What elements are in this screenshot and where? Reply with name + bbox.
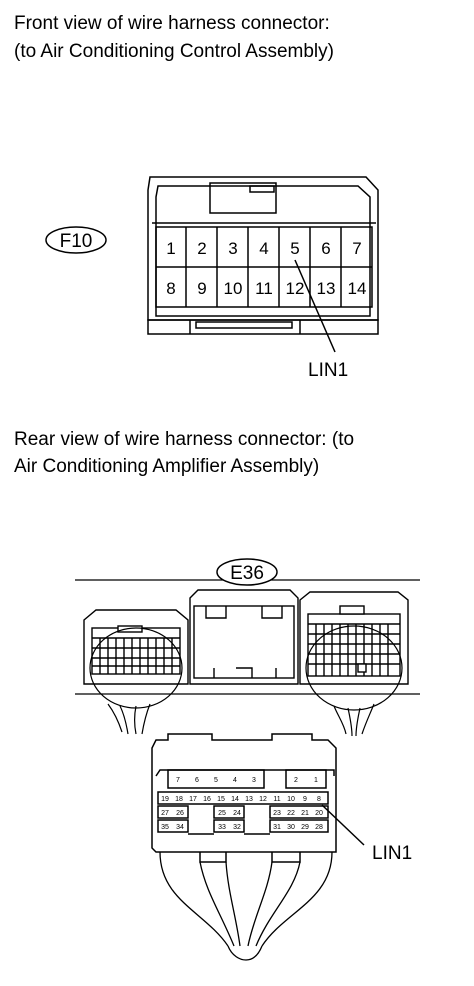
e36-left-mounted-connector [83, 609, 189, 685]
e36-pin: 1 [314, 777, 318, 784]
e36-right-mounted-connector [299, 591, 409, 685]
f10-pin: 7 [352, 239, 361, 258]
f10-label: F10 [60, 231, 93, 252]
f10-pin-top-row: 1 2 3 4 5 6 7 [166, 239, 361, 258]
e36-left-wires [107, 703, 151, 735]
f10-pin: 8 [166, 279, 175, 298]
e36-pin: 10 [287, 796, 295, 803]
e36-pin: 23 [273, 810, 281, 817]
e36-right-wires [333, 703, 375, 737]
e36-pin: 33 [218, 824, 226, 831]
e36-pin: 11 [273, 796, 280, 803]
f10-pin: 4 [259, 239, 268, 258]
f10-pin: 1 [166, 239, 175, 258]
e36-pin: 5 [214, 777, 218, 784]
front-caption-line1: Front view of wire harness connector: [14, 13, 330, 34]
f10-callout-label: LIN1 [308, 360, 348, 381]
f10-pin: 2 [197, 239, 206, 258]
rear-caption-line2: Air Conditioning Amplifier Assembly) [14, 456, 320, 477]
e36-pin: 29 [301, 824, 309, 831]
e36-enlarged-connector [151, 733, 337, 863]
e36-right-highlight [305, 625, 403, 711]
e36-callout-label: LIN1 [372, 843, 412, 864]
e36-pin: 31 [273, 824, 281, 831]
f10-pin: 5 [290, 239, 299, 258]
e36-pin: 7 [176, 777, 180, 784]
e36-pin-row-2: 19 18 17 16 15 14 13 12 11 10 9 8 [161, 796, 321, 803]
e36-pin: 17 [189, 796, 197, 803]
f10-pin: 11 [255, 279, 273, 298]
f10-pin: 9 [197, 279, 206, 298]
e36-pin: 18 [175, 796, 183, 803]
e36-pin: 27 [161, 810, 169, 817]
e36-pin: 24 [233, 810, 241, 817]
e36-label-oval [216, 558, 278, 586]
e36-pin-row-1: 7 6 5 4 3 2 1 [176, 777, 318, 784]
e36-callout-leader [321, 804, 365, 846]
f10-pin: 3 [228, 239, 237, 258]
e36-pin: 13 [245, 796, 253, 803]
e36-pin: 32 [233, 824, 241, 831]
e36-pin: 3 [252, 777, 256, 784]
e36-pin: 4 [233, 777, 237, 784]
e36-harness-wires [159, 851, 333, 961]
e36-pin-row-3: 27 26 25 24 23 22 21 20 [161, 810, 323, 817]
e36-pin: 6 [195, 777, 199, 784]
e36-pin: 8 [317, 796, 321, 803]
e36-pin: 9 [303, 796, 307, 803]
f10-callout-leader [294, 259, 336, 353]
f10-pin: 6 [321, 239, 330, 258]
e36-label: E36 [230, 563, 264, 584]
e36-pin: 22 [287, 810, 295, 817]
e36-pin: 16 [203, 796, 211, 803]
e36-pin: 12 [259, 796, 267, 803]
e36-pin: 26 [176, 810, 184, 817]
e36-pin: 2 [294, 777, 298, 784]
e36-pin: 15 [217, 796, 225, 803]
f10-label-oval [45, 226, 107, 254]
f10-pin: 10 [224, 279, 243, 298]
f10-pin: 12 [286, 279, 305, 298]
e36-pin: 34 [176, 824, 184, 831]
e36-pin-row-4: 35 34 33 32 31 30 29 28 [161, 824, 323, 831]
f10-pin-bottom-row: 8 9 10 11 12 13 14 [166, 279, 366, 298]
f10-pin: 14 [348, 279, 367, 298]
e36-pin: 14 [231, 796, 239, 803]
f10-pin: 13 [317, 279, 336, 298]
e36-center-mounted-connector [189, 589, 299, 685]
rear-caption-line1: Rear view of wire harness connector: (to [14, 429, 355, 450]
front-caption-line2: (to Air Conditioning Control Assembly) [14, 41, 334, 62]
e36-pin: 28 [315, 824, 323, 831]
e36-pin: 21 [301, 810, 309, 817]
e36-pin: 30 [287, 824, 295, 831]
e36-pin: 35 [161, 824, 169, 831]
e36-pin: 25 [218, 810, 226, 817]
f10-connector [147, 176, 379, 335]
e36-pin: 20 [315, 810, 323, 817]
e36-pin: 19 [161, 796, 169, 803]
